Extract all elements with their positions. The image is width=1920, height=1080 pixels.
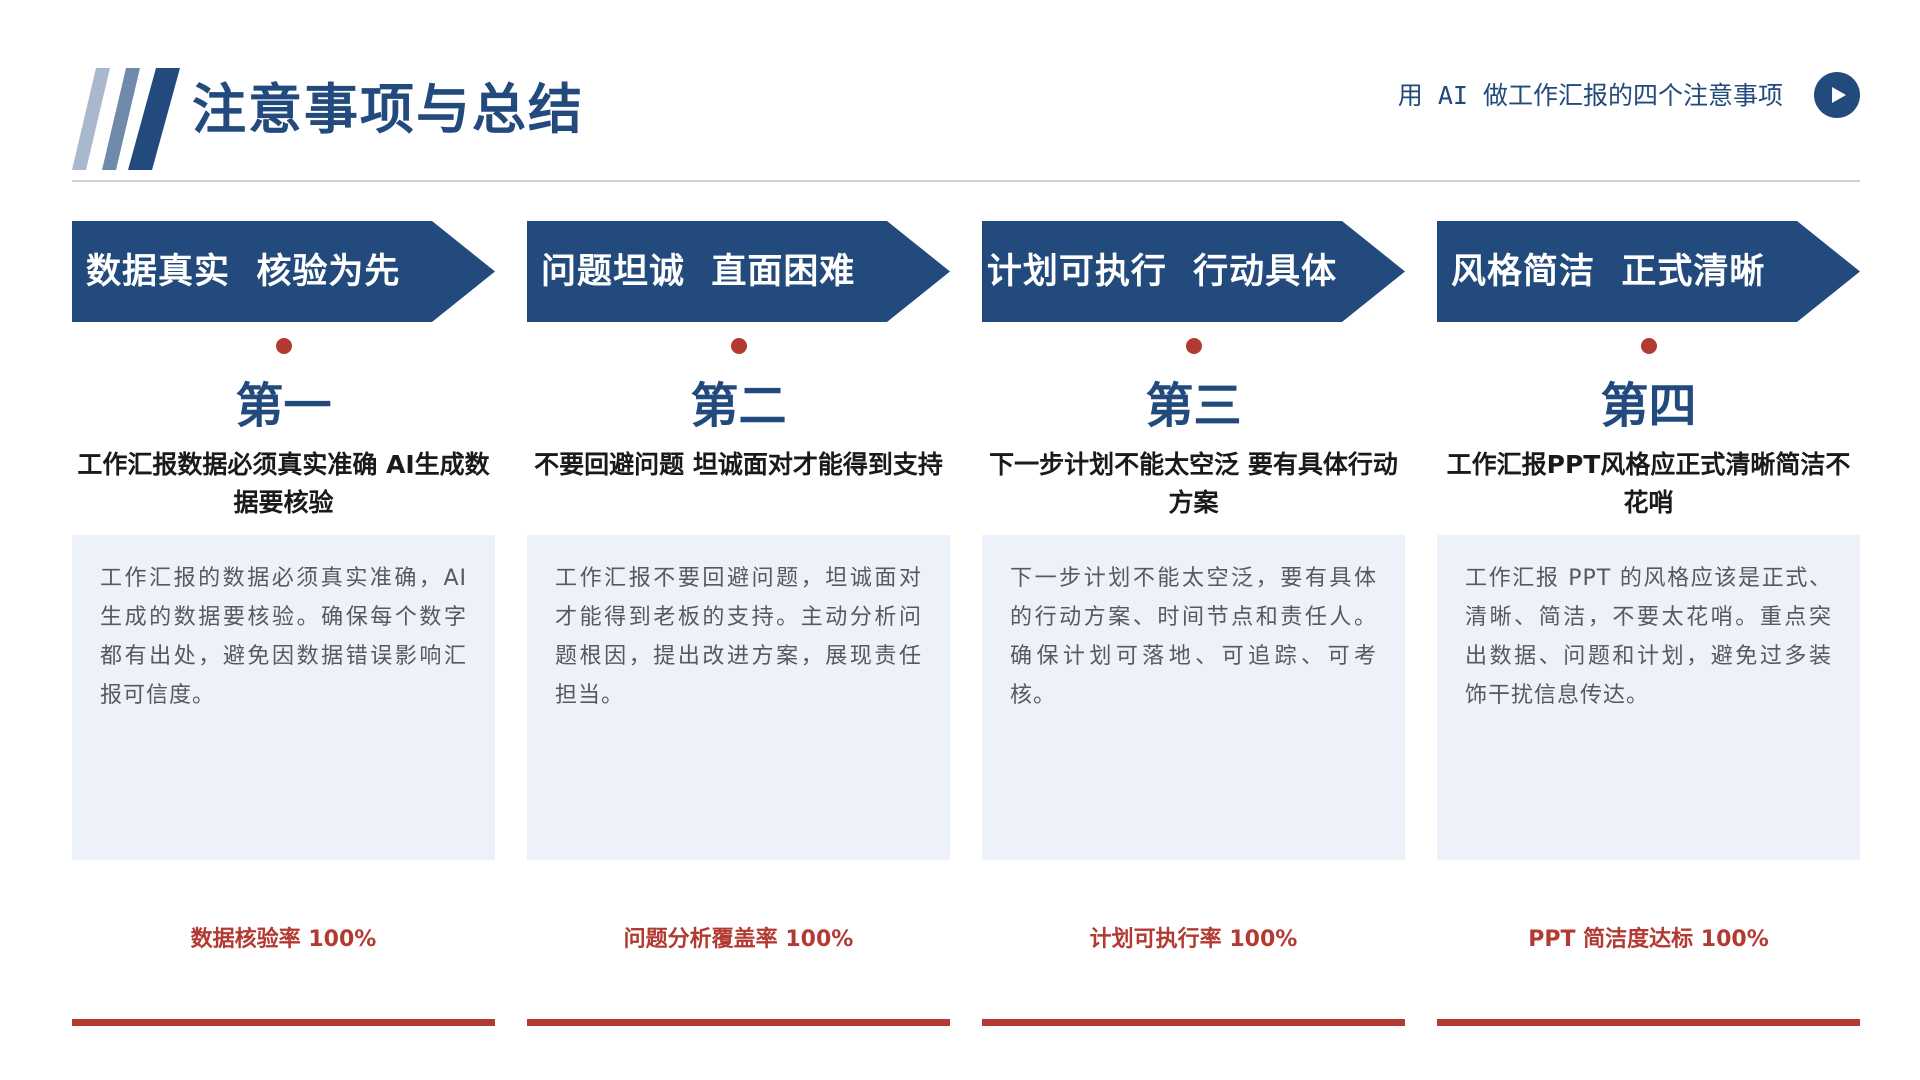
- stripe-mid: [102, 68, 140, 170]
- red-dot: [1186, 338, 1202, 354]
- arrow-banner: 问题坦诚 直面困难: [527, 221, 950, 322]
- card-body: 工作汇报不要回避问题，坦诚面对才能得到老板的支持。主动分析问题根因，提出改进方案…: [527, 535, 950, 860]
- ordinal-label: 第一: [235, 378, 332, 434]
- arrow-banner: 计划可执行 行动具体: [982, 221, 1405, 322]
- card-body: 下一步计划不能太空泛，要有具体的行动方案、时间节点和责任人。确保计划可落地、可追…: [982, 535, 1405, 860]
- card-metric: 数据核验率 100%: [190, 927, 377, 952]
- red-dot: [276, 338, 292, 354]
- card-heading: 工作汇报数据必须真实准确 AI生成数据要核验: [77, 450, 490, 517]
- banner-title: 数据真实 核验为先: [86, 251, 401, 292]
- card-body-text: 工作汇报 PPT 的风格应该是正式、清晰、简洁，不要太花哨。重点突出数据、问题和…: [1465, 566, 1832, 708]
- red-dot: [1641, 338, 1657, 354]
- card-body-text: 工作汇报不要回避问题，坦诚面对才能得到老板的支持。主动分析问题根因，提出改进方案…: [555, 566, 922, 708]
- ordinal-label: 第四: [1600, 378, 1697, 434]
- card-3: 计划可执行 行动具体 第三 下一步计划不能太空泛 要有具体行动方案 下一步计划不…: [982, 221, 1405, 1026]
- card-bottom-bar: [527, 1019, 950, 1026]
- card-body-text: 工作汇报的数据必须真实准确，AI生成的数据要核验。确保每个数字都有出处，避免因数…: [100, 566, 467, 708]
- card-metric: 计划可执行率 100%: [1089, 927, 1298, 952]
- card-body: 工作汇报的数据必须真实准确，AI生成的数据要核验。确保每个数字都有出处，避免因数…: [72, 535, 495, 860]
- banner-title: 问题坦诚 直面困难: [541, 251, 856, 292]
- play-button[interactable]: [1814, 72, 1860, 118]
- card-heading: 工作汇报PPT风格应正式清晰简洁不花哨: [1446, 450, 1851, 517]
- card-heading: 不要回避问题 坦诚面对才能得到支持: [534, 450, 943, 479]
- card-bottom-bar: [72, 1019, 495, 1026]
- stripe-light: [72, 68, 110, 170]
- ordinal-label: 第三: [1145, 378, 1242, 434]
- header-subtitle: 用 AI 做工作汇报的四个注意事项: [1397, 81, 1783, 110]
- arrow-banner: 风格简洁 正式清晰: [1437, 221, 1860, 322]
- arrow-banner: 数据真实 核验为先: [72, 221, 495, 322]
- header-divider: [72, 180, 1860, 182]
- card-body: 工作汇报 PPT 的风格应该是正式、清晰、简洁，不要太花哨。重点突出数据、问题和…: [1437, 535, 1860, 860]
- card-bottom-bar: [982, 1019, 1405, 1026]
- stripes-logo-icon: [72, 68, 180, 170]
- red-dot: [731, 338, 747, 354]
- banner-title: 计划可执行 行动具体: [986, 251, 1338, 292]
- card-metric: PPT 简洁度达标 100%: [1528, 927, 1769, 952]
- card-heading: 下一步计划不能太空泛 要有具体行动方案: [989, 450, 1398, 517]
- play-icon: [1831, 87, 1846, 103]
- banner-title: 风格简洁 正式清晰: [1451, 251, 1766, 292]
- page-title: 注意事项与总结: [192, 78, 584, 141]
- card-4: 风格简洁 正式清晰 第四 工作汇报PPT风格应正式清晰简洁不花哨 工作汇报 PP…: [1437, 221, 1860, 1026]
- card-bottom-bar: [1437, 1019, 1860, 1026]
- card-2: 问题坦诚 直面困难 第二 不要回避问题 坦诚面对才能得到支持 工作汇报不要回避问…: [527, 221, 950, 1026]
- ordinal-label: 第二: [690, 378, 787, 434]
- stripe-dark: [128, 68, 180, 170]
- card-body-text: 下一步计划不能太空泛，要有具体的行动方案、时间节点和责任人。确保计划可落地、可追…: [1010, 566, 1377, 708]
- card-metric: 问题分析覆盖率 100%: [623, 927, 854, 952]
- card-1: 数据真实 核验为先 第一 工作汇报数据必须真实准确 AI生成数据要核验 工作汇报…: [72, 221, 495, 1026]
